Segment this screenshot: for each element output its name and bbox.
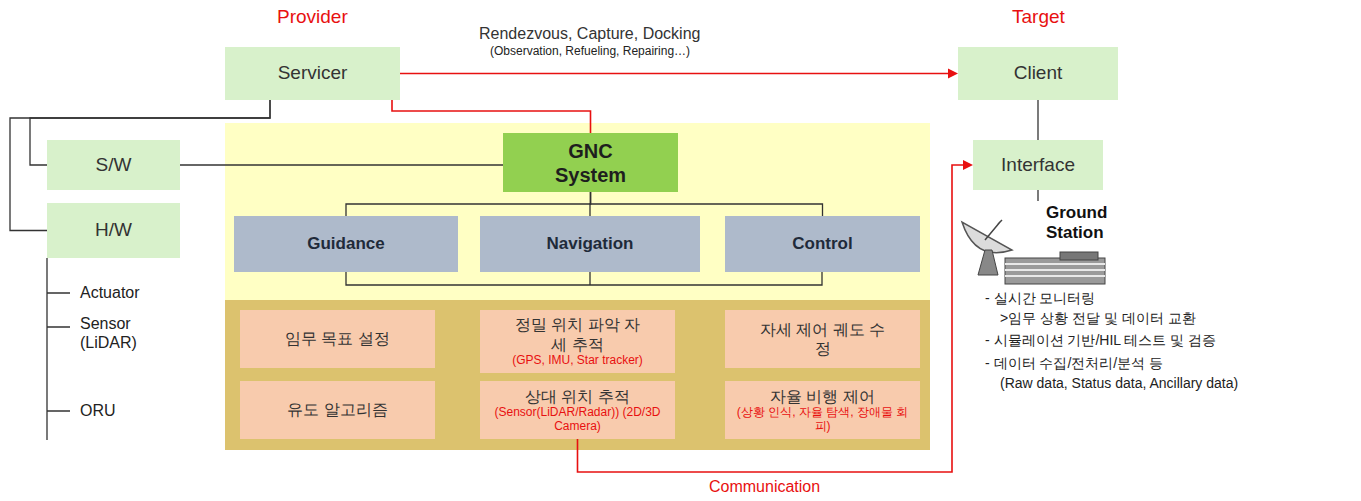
box-content: Servicer — [278, 62, 348, 85]
gnc-system-box: GNC System — [503, 133, 678, 192]
arrow-head — [948, 69, 958, 79]
box-content: 상대 위치 추적(Sensor(LiDAR/Radar)) (2D/3D Cam… — [486, 387, 669, 434]
hardware-box: H/W — [47, 203, 180, 258]
box-content: Guidance — [307, 234, 384, 254]
function-box: 자세 제어 궤도 수정 — [725, 310, 920, 368]
hardware-item: ORU — [80, 401, 116, 420]
building-icon — [1005, 252, 1105, 284]
edge-label: Rendezvous, Capture, Docking — [476, 24, 703, 43]
servicer-box: Servicer — [225, 47, 400, 100]
hardware-item: Sensor (LiDAR) — [80, 314, 158, 352]
box-content: Control — [792, 234, 852, 254]
client-box: Client — [958, 47, 1118, 100]
antenna-mount — [978, 250, 998, 275]
software-box: S/W — [47, 140, 180, 190]
hardware-item: Actuator — [80, 283, 140, 302]
box-label: Control — [792, 234, 852, 254]
box-label: 자율 비행 제어 — [770, 387, 875, 406]
arrow-head — [963, 160, 973, 170]
connector-line — [1037, 100, 1038, 140]
connector-line — [591, 192, 823, 216]
box-content: 정밀 위치 파악 자세 추적(GPS, IMU, Star tracker) — [512, 315, 643, 367]
control-box: Control — [725, 216, 920, 272]
function-box: 임무 목표 설정 — [240, 310, 435, 368]
box-label: S/W — [96, 154, 132, 177]
guidance-box: Guidance — [234, 216, 458, 272]
edge-label: Communication — [706, 477, 823, 496]
navigation-box: Navigation — [480, 216, 700, 272]
connector — [392, 100, 591, 133]
connector — [180, 165, 503, 166]
box-content: Client — [1014, 62, 1063, 85]
building-roof — [1060, 252, 1098, 260]
box-content: 유도 알고리즘 — [287, 400, 387, 419]
box-content: GNC System — [546, 139, 636, 187]
detail-text: (Sensor(LiDAR/Radar)) (2D/3D Camera) — [486, 406, 669, 434]
connector — [346, 192, 591, 216]
box-content: H/W — [95, 219, 132, 242]
role-label: Target — [1012, 6, 1065, 29]
edge-note: (Observation, Refueling, Repairing…) — [490, 44, 690, 58]
interface-box: Interface — [973, 140, 1103, 190]
function-box: 정밀 위치 파악 자세 추적(GPS, IMU, Star tracker) — [480, 310, 675, 373]
box-label: H/W — [95, 219, 132, 242]
box-label: Navigation — [547, 234, 634, 254]
hw-tree-line — [47, 258, 70, 440]
box-label: GNC System — [546, 139, 636, 187]
box-label: Client — [1014, 62, 1063, 85]
box-content: Interface — [1001, 154, 1075, 177]
antenna-feed — [985, 220, 1002, 240]
box-content: 자세 제어 궤도 수정 — [758, 320, 888, 358]
box-label: Servicer — [278, 62, 348, 85]
function-box: 자율 비행 제어(상황 인식, 자율 탐색, 장애물 회피) — [725, 381, 920, 439]
connector-line — [392, 100, 591, 133]
note-line: - 실시간 모니터링 — [985, 290, 1095, 307]
box-content: Navigation — [547, 234, 634, 254]
box-label: 유도 알고리즘 — [287, 400, 387, 419]
note-line: - 시뮬레이션 기반/HIL 테스트 및 검증 — [985, 332, 1216, 349]
gnc-bracket — [346, 272, 822, 285]
box-label: 자세 제어 궤도 수정 — [758, 320, 888, 358]
detail-text: (GPS, IMU, Star tracker) — [512, 354, 643, 368]
note-line: - 데이터 수집/전처리/분석 등 — [985, 355, 1163, 372]
box-label: 상대 위치 추적 — [525, 387, 630, 406]
building-body — [1005, 258, 1105, 284]
box-content: S/W — [96, 154, 132, 177]
box-label: 정밀 위치 파악 자세 추적 — [513, 315, 643, 353]
ground-station-label: Ground Station — [1046, 203, 1124, 244]
connector — [591, 192, 823, 216]
box-content: 임무 목표 설정 — [285, 329, 390, 348]
function-box: 상대 위치 추적(Sensor(LiDAR/Radar)) (2D/3D Cam… — [480, 381, 675, 439]
detail-text: (상황 인식, 자율 탐색, 장애물 회피) — [731, 406, 914, 434]
building-windows — [1005, 264, 1105, 276]
note-line: (Raw data, Status data, Ancillary data) — [1000, 375, 1238, 392]
box-label: 임무 목표 설정 — [285, 329, 390, 348]
note-line: >임무 상황 전달 및 데이터 교환 — [1000, 310, 1196, 327]
connector — [1038, 100, 1039, 140]
connector-line — [346, 192, 591, 216]
box-label: Guidance — [307, 234, 384, 254]
function-box: 유도 알고리즘 — [240, 381, 435, 439]
connector-line — [400, 73, 950, 75]
ground-link-line — [1037, 190, 1038, 201]
box-content: 자율 비행 제어(상황 인식, 자율 탐색, 장애물 회피) — [731, 387, 914, 434]
connector-line — [180, 164, 503, 165]
box-label: Interface — [1001, 154, 1075, 177]
role-label: Provider — [277, 6, 348, 29]
connector — [400, 69, 958, 79]
